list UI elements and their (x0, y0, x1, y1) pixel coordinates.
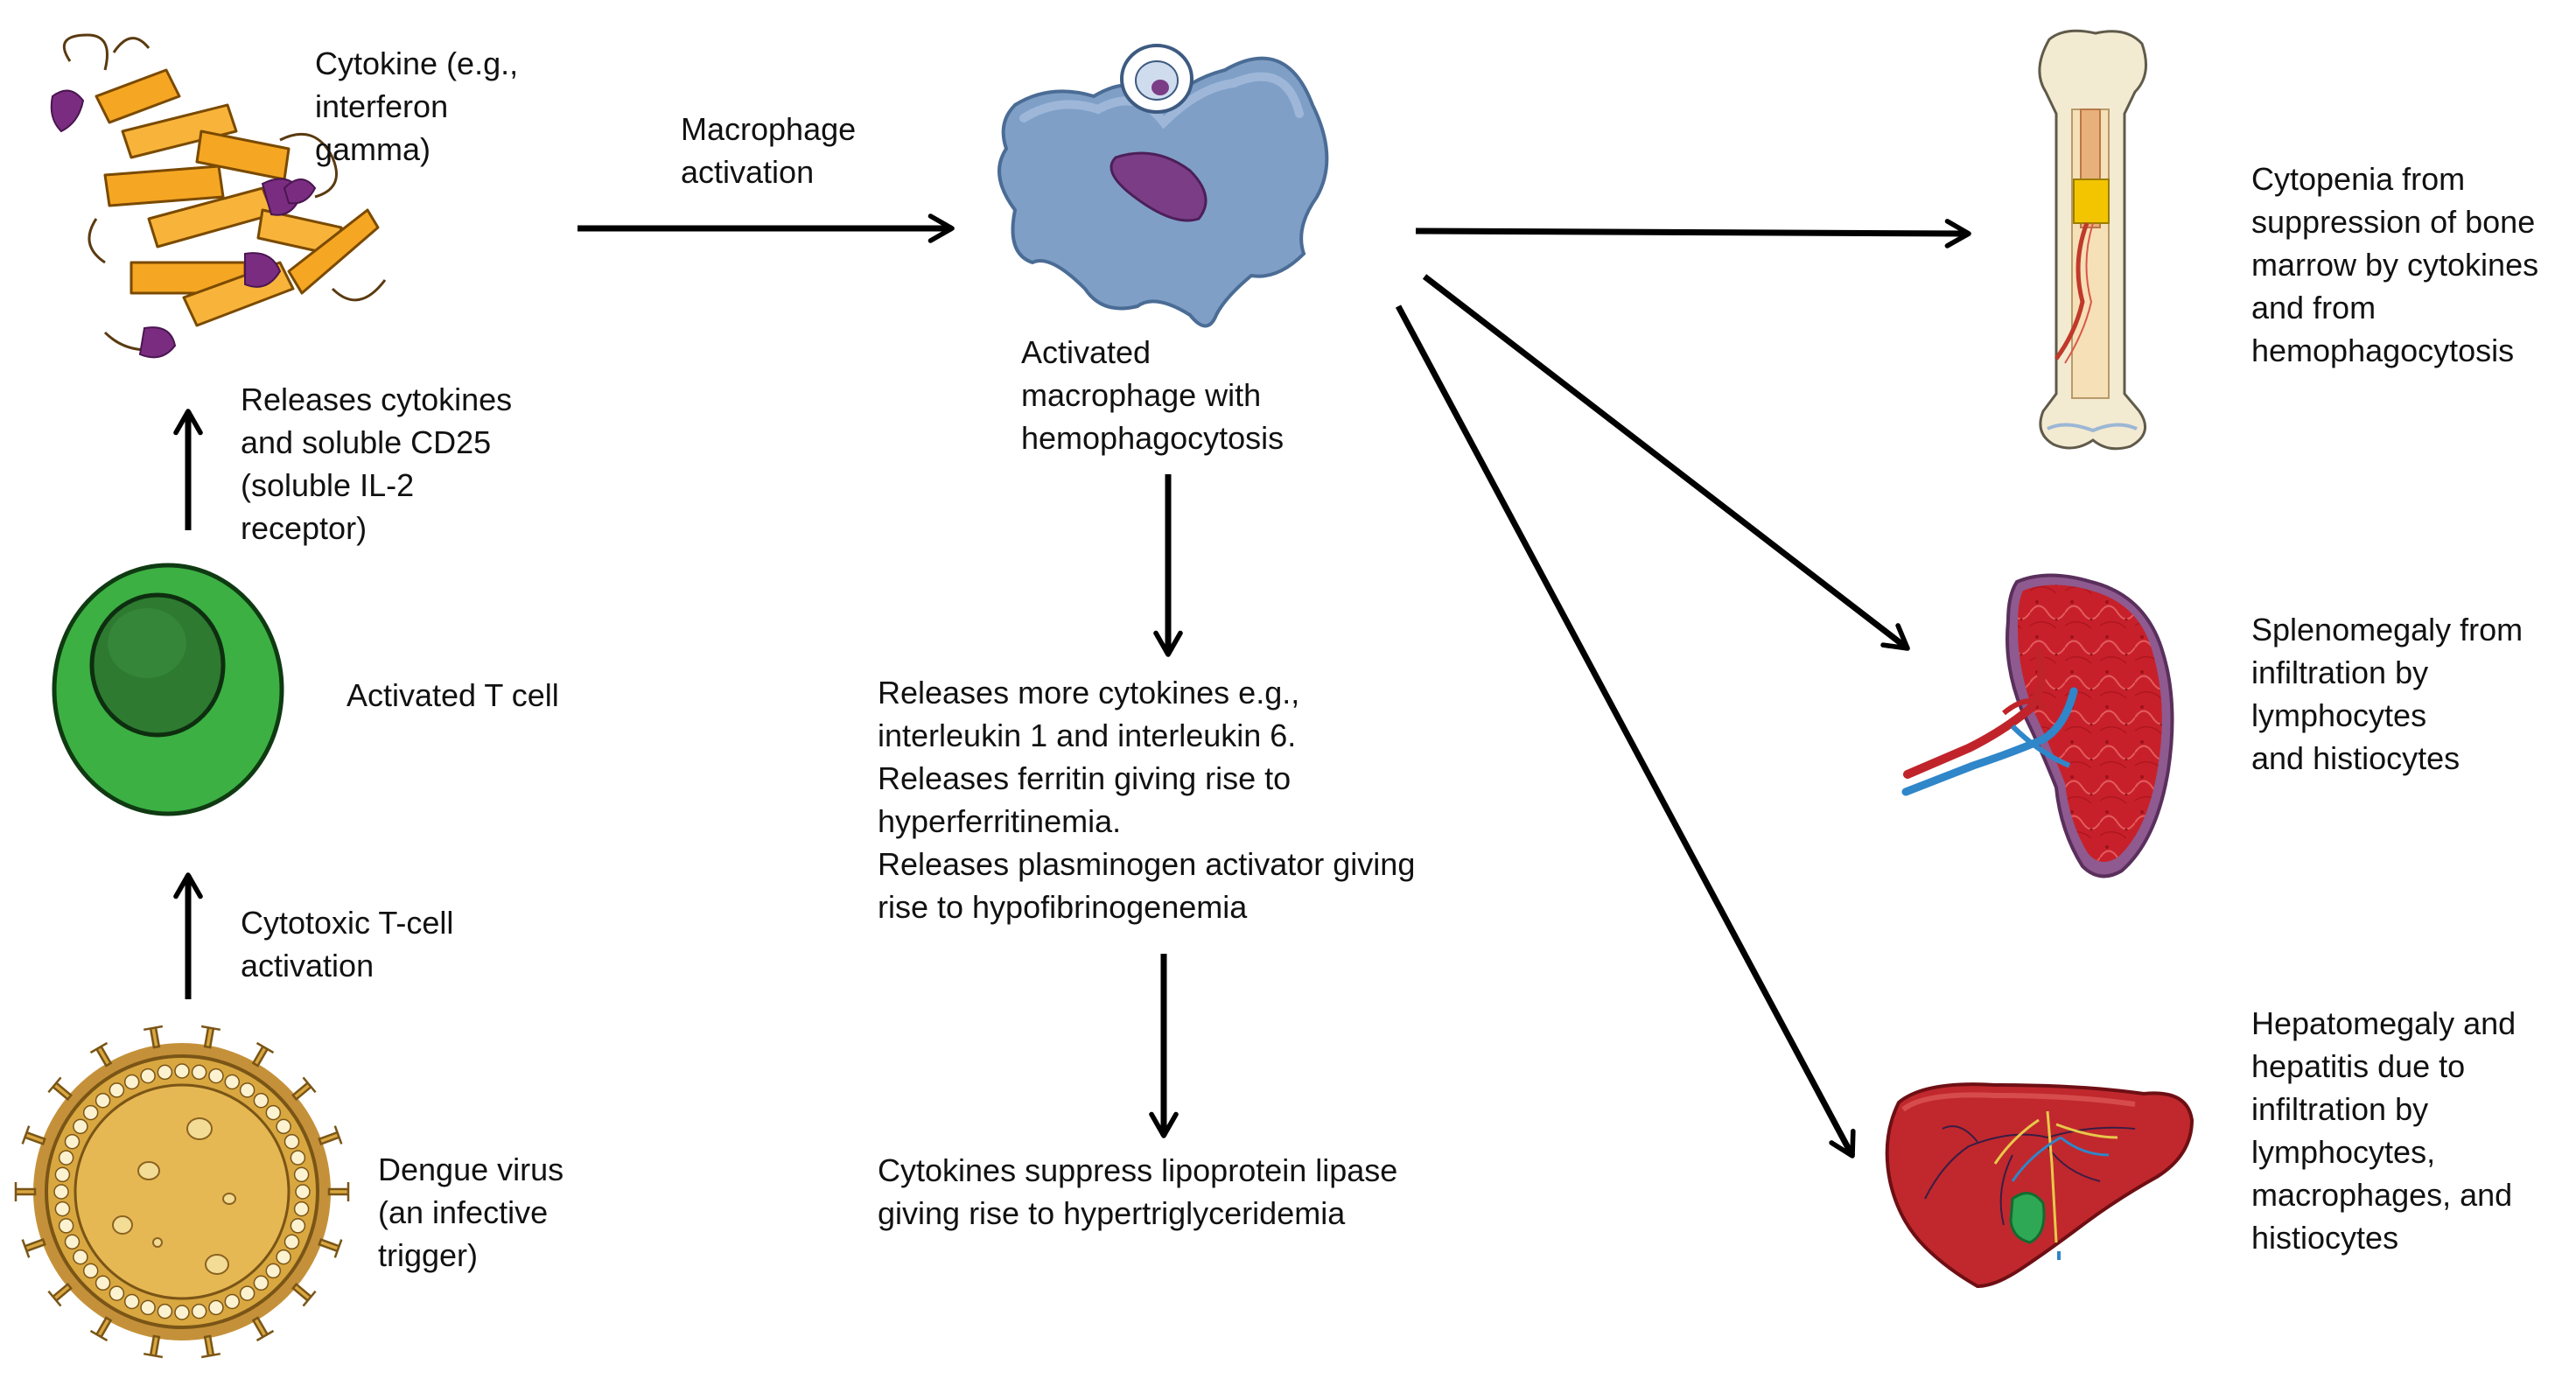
virus-spike (21, 1237, 46, 1258)
releases-cytokines-cd25-label: Releases cytokines and soluble CD25 (sol… (241, 382, 513, 546)
activated-macrophage-label: Activated macrophage with hemophagocytos… (1021, 334, 1284, 456)
releases-more-label: Releases more cytokines e.g., interleuki… (878, 675, 1416, 925)
virus-envelope-bead (53, 1184, 69, 1200)
virus-envelope-bead (208, 1068, 224, 1084)
virus-envelope-bead (140, 1299, 156, 1316)
t-cell-icon (52, 563, 284, 816)
protein-icon (50, 33, 387, 359)
dengue-virus-label: Dengue virus (an infective trigger) (378, 1152, 564, 1273)
virus-envelope-bead (73, 1249, 88, 1265)
virus-envelope-bead (54, 1200, 71, 1217)
virus-envelope-bead (54, 1166, 71, 1183)
virus-envelope-bead (94, 1275, 111, 1292)
spleen-icon (1901, 573, 2174, 878)
virus-spike (89, 1041, 113, 1068)
macrophage-activation-label: Macrophage activation (681, 111, 857, 190)
virus-envelope-bead (64, 1234, 80, 1250)
virus-envelope-bead (224, 1074, 241, 1090)
virus-envelope-bead (253, 1275, 270, 1292)
virus-spike (318, 1237, 343, 1258)
arrow-macrophage-to-spleen (1422, 274, 1910, 651)
virus-spike (47, 1282, 73, 1307)
macrophage-icon (998, 44, 1329, 328)
virus-envelope-bead (191, 1064, 207, 1081)
virus-spike (251, 1316, 275, 1342)
virus-envelope-bead (108, 1082, 125, 1098)
virus-envelope-bead (293, 1166, 310, 1183)
virus-spike (143, 1334, 164, 1359)
virus-envelope-bead (82, 1104, 99, 1121)
virus-spike (200, 1025, 221, 1049)
virus-envelope-bead (208, 1299, 224, 1316)
virus-envelope-bead (82, 1263, 99, 1279)
cytopenia-label: Cytopenia from suppression of bone marro… (2251, 161, 2539, 368)
cytokine-label: Cytokine (e.g., interferon gamma) (315, 46, 519, 167)
arrow-macrophage-to-bone (1415, 219, 1971, 248)
virus-envelope-bead (265, 1104, 282, 1121)
virus-envelope-bead (276, 1118, 291, 1135)
hepatomegaly-label: Hepatomegaly and hepatitis due to infilt… (2251, 1005, 2516, 1256)
virus-spike (21, 1125, 46, 1146)
virus-envelope-bead (157, 1064, 173, 1081)
virus-envelope-bead (239, 1082, 256, 1098)
virus-envelope-bead (290, 1218, 306, 1234)
virus-envelope-bead (123, 1293, 140, 1310)
virus-envelope-bead (157, 1303, 173, 1320)
virus-envelope-bead (284, 1234, 300, 1250)
virus-envelope-bead (253, 1092, 270, 1109)
virus-envelope-bead (64, 1133, 80, 1150)
lipoprotein-label: Cytokines suppress lipoprotein lipase gi… (878, 1152, 1398, 1231)
virus-envelope-bead (290, 1150, 306, 1166)
virus-envelope-bead (140, 1068, 156, 1084)
virus-spike (318, 1125, 343, 1146)
virus-envelope-bead (295, 1184, 311, 1200)
virus-spike (200, 1334, 221, 1359)
virus-envelope-bead (58, 1150, 74, 1166)
virus-spike (327, 1182, 350, 1201)
virus-spike (47, 1076, 73, 1102)
virus-envelope-bead (293, 1200, 310, 1217)
activated-t-cell-label: Activated T cell (346, 677, 559, 713)
virus-envelope-bead (276, 1249, 291, 1265)
virus-envelope-bead (284, 1133, 300, 1150)
splenomegaly-label: Splenomegaly from infiltration by lympho… (2251, 612, 2524, 776)
virus-spike (251, 1041, 275, 1068)
virus-envelope-bead (265, 1263, 282, 1279)
virus-envelope-bead (73, 1118, 88, 1135)
virus-envelope-bead (108, 1285, 125, 1301)
liver-icon (1885, 1082, 2194, 1289)
arrow-macrophage-to-liver (1395, 304, 1856, 1158)
bone-icon (2038, 29, 2147, 451)
virus-envelope-bead (239, 1285, 256, 1301)
virus-spike (291, 1076, 317, 1102)
virus-spike (14, 1182, 37, 1201)
virus-envelope-bead (94, 1092, 111, 1109)
virus-icon (14, 1025, 350, 1359)
virus-envelope-bead (174, 1063, 190, 1079)
virus-envelope-bead (224, 1293, 241, 1310)
cytotoxic-activation-label: Cytotoxic T-cell activation (241, 905, 454, 984)
virus-envelope-bead (191, 1303, 207, 1320)
virus-spike (143, 1025, 164, 1049)
virus-envelope-bead (123, 1074, 140, 1090)
virus-envelope-bead (58, 1218, 74, 1234)
arrows (173, 214, 1971, 1158)
virus-spike (291, 1282, 317, 1307)
virus-envelope-bead (174, 1305, 190, 1320)
virus-spike (89, 1316, 113, 1342)
